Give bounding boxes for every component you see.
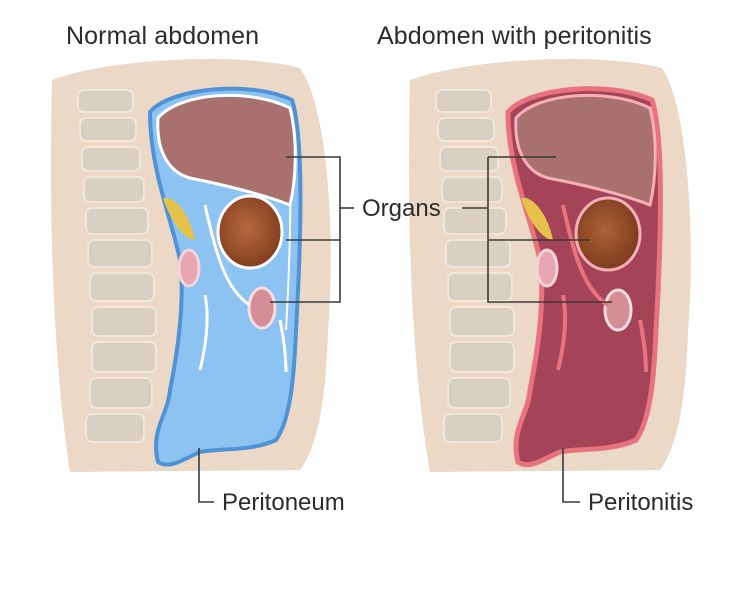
normal-liver <box>156 93 297 208</box>
organs-label: Organs <box>362 195 441 222</box>
peritonitis-pancreas <box>521 197 553 240</box>
normal-abdomen-illustration <box>50 58 331 472</box>
peritoneum-leader-line <box>198 448 214 503</box>
organs-leader-lines <box>270 156 612 303</box>
normal-pancreas <box>163 197 195 240</box>
normal-stomach <box>216 194 284 270</box>
peritonitis-stomach <box>574 196 642 272</box>
normal-kidney <box>177 248 201 288</box>
normal-intestine <box>247 286 277 330</box>
normal-abdomen-title: Normal abdomen <box>66 22 260 50</box>
peritonitis-intestine <box>603 288 633 332</box>
peritonitis-abdomen-illustration <box>408 58 691 472</box>
peritonitis-spine <box>435 89 515 443</box>
peritonitis-kidney <box>535 248 559 288</box>
peritonitis-leader-line <box>562 448 580 503</box>
peritonitis-liver <box>514 93 657 208</box>
peritonitis-label: Peritonitis <box>588 489 694 516</box>
peritonitis-abdomen-title: Abdomen with peritonitis <box>377 22 652 50</box>
peritoneum-label: Peritoneum <box>222 489 345 516</box>
normal-spine <box>77 89 157 443</box>
